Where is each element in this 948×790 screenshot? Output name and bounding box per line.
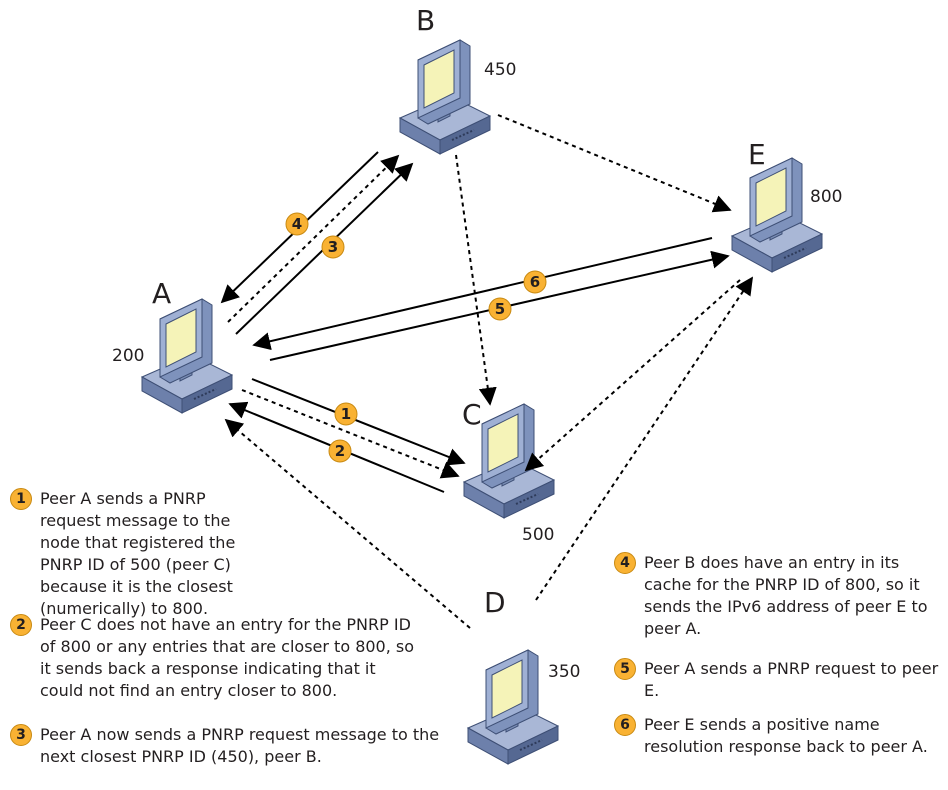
badge-step-3: 3 <box>321 235 345 259</box>
step-2-number: 2 <box>10 614 32 636</box>
step-2-text: Peer C does not have an entry for the PN… <box>40 615 415 700</box>
badge-step-2: 2 <box>328 439 352 463</box>
node-label-e: E <box>748 138 766 171</box>
step-4-note: 4 Peer B does have an entry in its cache… <box>614 552 946 640</box>
link-e-to-c <box>524 279 741 472</box>
step-3-text: Peer A now sends a PNRP request message … <box>40 725 440 766</box>
badge-step-2-label: 2 <box>335 442 345 460</box>
badge-step-5-label: 5 <box>495 300 505 318</box>
badge-step-6: 6 <box>523 270 547 294</box>
link-d-to-e <box>535 276 754 601</box>
arrow-a-to-b-dashed <box>227 154 400 323</box>
node-id-d: 350 <box>548 662 580 682</box>
step-4-text: Peer B does have an entry in its cache f… <box>644 553 928 638</box>
node-label-d: D <box>484 586 506 619</box>
step-6-note: 6 Peer E sends a positive name resolutio… <box>614 714 946 758</box>
step-6-number: 6 <box>614 714 636 736</box>
step-1-number: 1 <box>10 488 32 510</box>
badge-step-6-label: 6 <box>530 273 540 291</box>
node-id-c: 500 <box>522 525 554 545</box>
badge-step-4-label: 4 <box>292 215 302 233</box>
link-d-to-a <box>224 418 471 629</box>
computer-icon-b <box>399 39 491 155</box>
computer-icon-a <box>141 298 233 414</box>
arrow-step-1 <box>251 378 466 466</box>
node-label-b: B <box>416 4 435 37</box>
badge-step-1-label: 1 <box>341 405 351 423</box>
node-id-e: 800 <box>810 187 842 207</box>
step-4-number: 4 <box>614 552 636 574</box>
step-1-note: 1 Peer A sends a PNRP request message to… <box>10 488 270 620</box>
node-id-b: 450 <box>484 60 516 80</box>
badge-step-5: 5 <box>488 297 512 321</box>
step-5-text: Peer A sends a PNRP request to peer E. <box>644 659 939 700</box>
arrow-step-6 <box>252 237 713 351</box>
link-b-to-e <box>497 114 732 213</box>
computer-icon-d <box>467 649 559 765</box>
step-6-text: Peer E sends a positive name resolution … <box>644 715 928 756</box>
computer-icon-e <box>731 157 823 273</box>
node-id-a: 200 <box>112 346 144 366</box>
step-1-text: Peer A sends a PNRP request message to t… <box>40 489 236 618</box>
badge-step-3-label: 3 <box>328 238 338 256</box>
step-2-note: 2 Peer C does not have an entry for the … <box>10 614 420 702</box>
step-5-number: 5 <box>614 658 636 680</box>
step-3-number: 3 <box>10 724 32 746</box>
node-label-c: C <box>462 398 482 431</box>
arrow-a-to-c-dashed <box>241 389 460 479</box>
badge-step-4: 4 <box>285 212 309 236</box>
node-label-a: A <box>152 277 171 310</box>
badge-step-1: 1 <box>334 402 358 426</box>
link-b-to-c <box>455 154 497 406</box>
step-3-note: 3 Peer A now sends a PNRP request messag… <box>10 724 460 768</box>
step-5-note: 5 Peer A sends a PNRP request to peer E. <box>614 658 946 702</box>
